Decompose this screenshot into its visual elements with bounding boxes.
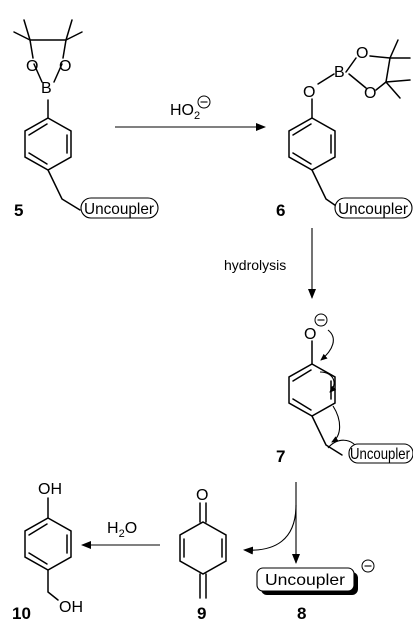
compound-number-7: 7	[276, 447, 285, 466]
benzene-ring-6	[288, 39, 411, 211]
compound-5: O O B 5 Uncoupler	[13, 19, 159, 220]
uncoupler-label-6: Uncoupler	[338, 201, 409, 218]
compound-number-9: 9	[197, 604, 206, 623]
compound-number-8: 8	[297, 604, 306, 623]
uncoupler-label-7: Uncoupler	[350, 446, 411, 463]
uncoupler-tag-6: Uncoupler	[334, 197, 413, 219]
arrow-5-to-6: HO2	[115, 95, 266, 131]
benzene-ring-10	[24, 497, 72, 601]
ring-oxygen-right: O	[59, 58, 71, 75]
ring-oxygen-top-6: O	[356, 45, 368, 62]
compound-8: Uncoupler 8	[256, 559, 375, 623]
hydroperoxide-reagent: HO2	[170, 102, 200, 122]
electron-push-arrows	[319, 329, 361, 453]
boron-atom-6: B	[334, 64, 345, 81]
compound-number-10: 10	[12, 604, 31, 623]
uncoupler-tag-5: Uncoupler	[80, 197, 159, 219]
hydrolysis-label: hydrolysis	[224, 257, 286, 273]
uncoupler-tag-7: Uncoupler	[348, 443, 413, 464]
arrow-6-to-7: hydrolysis	[224, 228, 316, 299]
compound-9: O 9	[179, 487, 227, 623]
compound-6: O B O O 6 Uncoupler	[276, 39, 413, 220]
ring-oxygen-bottom-6: O	[364, 85, 376, 102]
boron-atom: B	[41, 80, 52, 97]
arrow-7-to-8-and-9	[243, 482, 300, 564]
pinacol-ring-5	[13, 19, 83, 83]
benzene-ring-5	[24, 99, 81, 211]
phenol-oh-10: OH	[38, 481, 62, 498]
phenoxide-oxygen-7: O	[304, 326, 316, 343]
carbonyl-oxygen-9: O	[196, 487, 208, 504]
compound-10: OH OH 10	[12, 481, 83, 623]
compound-number-5: 5	[14, 201, 23, 220]
quinone-methide-ring-9	[179, 502, 227, 599]
compound-number-6: 6	[276, 201, 285, 220]
uncoupler-label-5: Uncoupler	[84, 201, 155, 218]
arrow-9-to-10: H2O	[81, 520, 160, 549]
benzyl-oh-10: OH	[59, 599, 83, 616]
ring-oxygen-left: O	[26, 58, 38, 75]
uncoupler-label-8: Uncoupler	[265, 572, 346, 589]
aryl-oxygen-6: O	[303, 84, 315, 101]
benzene-ring-7	[288, 340, 343, 456]
uncoupler-box-8	[256, 567, 355, 592]
compound-7: O 7 Uncoupler	[276, 313, 413, 466]
water-reagent: H2O	[107, 520, 137, 540]
